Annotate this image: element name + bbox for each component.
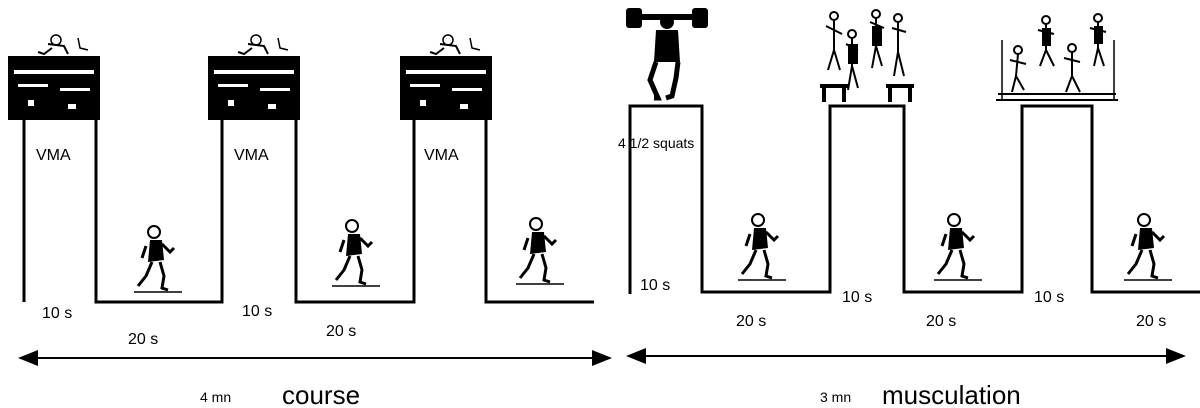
- high-duration-label: 10 s: [42, 305, 72, 322]
- high-duration-label: 10 s: [242, 303, 272, 320]
- low-duration-label: 20 s: [326, 323, 356, 340]
- hop-jump-icon: [996, 13, 1118, 101]
- squat-weightlifter-icon: [626, 8, 708, 101]
- musculation-total-duration: 3 mn: [820, 389, 851, 405]
- high-duration-label: 10 s: [842, 289, 872, 306]
- squats-label: 4 1/2 squats: [618, 135, 694, 151]
- low-duration-label: 20 s: [926, 313, 956, 330]
- low-duration-label: 20 s: [1136, 313, 1166, 330]
- musculation-signal: [628, 104, 1200, 294]
- vma-label: VMA: [36, 147, 71, 164]
- hurdle-jump-icon: [7, 34, 101, 121]
- low-duration-label: 20 s: [736, 313, 766, 330]
- runner-icon: [736, 212, 788, 282]
- hurdle-jump-icon: [207, 34, 301, 121]
- course-title: course: [282, 380, 360, 408]
- course-signal: [22, 116, 594, 304]
- runner-icon: [514, 216, 566, 286]
- vma-label: VMA: [234, 147, 269, 164]
- vma-label: VMA: [424, 147, 459, 164]
- course-duration-arrow: [18, 350, 612, 366]
- runner-icon: [932, 212, 984, 282]
- course-total-duration: 4 mn: [200, 389, 231, 405]
- runner-icon: [132, 224, 184, 294]
- low-duration-label: 20 s: [128, 331, 158, 348]
- musculation-title: musculation: [882, 380, 1021, 408]
- box-jump-icon: [820, 9, 914, 102]
- hurdle-jump-icon: [399, 34, 493, 121]
- runner-icon: [330, 218, 382, 288]
- high-duration-label: 10 s: [640, 277, 670, 294]
- musculation-duration-arrow: [626, 348, 1186, 364]
- high-duration-label: 10 s: [1034, 289, 1064, 306]
- runner-icon: [1122, 212, 1174, 282]
